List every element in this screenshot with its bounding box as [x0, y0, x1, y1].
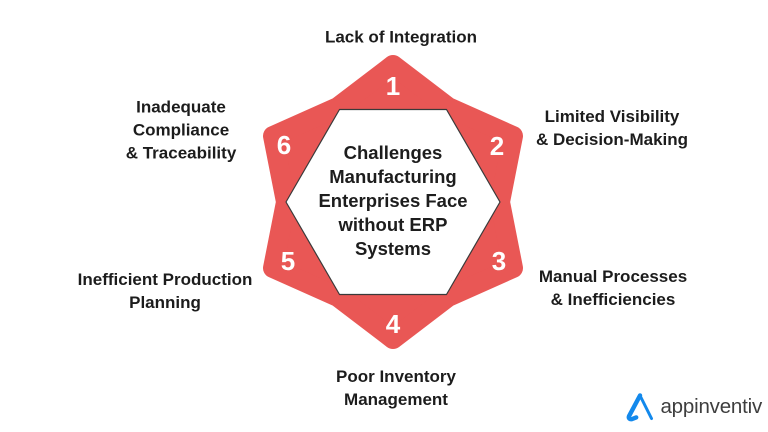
label-manual-processes: Manual Processes & Inefficiencies: [538, 267, 688, 309]
diagram-title: Challenges Manufacturing Enterprises Fac…: [318, 142, 468, 259]
point-number-6: 6: [277, 130, 291, 160]
appinventiv-logo-text: appinventiv: [660, 395, 762, 418]
label-limited-visibility: Limited Visibility & Decision-Making: [535, 107, 689, 149]
appinventiv-logo: appinventiv: [623, 390, 762, 424]
point-number-3: 3: [492, 246, 506, 276]
label-lack-of-integration: Lack of Integration: [324, 27, 478, 47]
point-number-4: 4: [386, 309, 401, 339]
label-poor-inventory: Poor Inventory Management: [336, 367, 456, 409]
point-number-1: 1: [386, 71, 400, 101]
label-inefficient-production: Inefficient Production Planning: [77, 270, 253, 312]
label-inadequate-compliance: Inadequate Compliance & Traceability: [125, 97, 237, 163]
point-number-2: 2: [490, 131, 504, 161]
point-number-5: 5: [281, 246, 295, 276]
hexagon-panel: [285, 108, 501, 296]
appinventiv-logo-icon: [627, 393, 654, 422]
